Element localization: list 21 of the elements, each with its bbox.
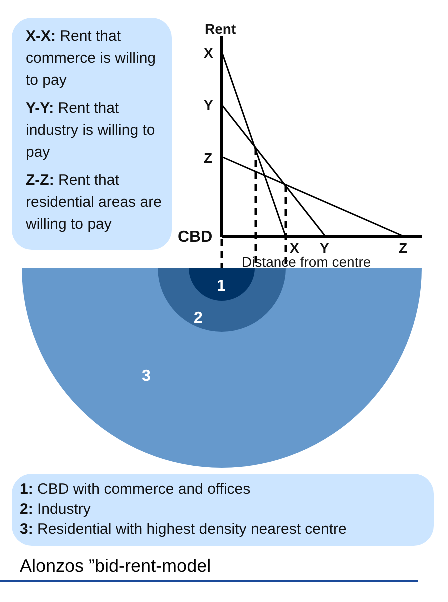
zone-number: 2 (194, 310, 203, 328)
zone-number: 1 (217, 278, 226, 296)
axis-label: X (204, 46, 214, 60)
legend-text: 3: Residential with highest density nearest centre (20, 520, 348, 540)
axis-label: CBD (178, 230, 213, 246)
axis-label: Z (204, 151, 213, 165)
axis-label: X (290, 241, 300, 255)
axis-label: Z (399, 241, 408, 255)
legend-panel (12, 18, 172, 250)
legend-panel (12, 474, 434, 546)
legend-text: 2: Industry (20, 500, 92, 520)
axis-label: Y (320, 241, 330, 255)
legend-text: Z-Z: Rent that residential areas are willing to pay (26, 171, 162, 235)
axis-title: Rent (205, 22, 236, 36)
zone-number: 3 (142, 368, 151, 386)
caption: Alonzos ”bid-rent-model (20, 556, 212, 577)
legend-text: X-X: Rent that commerce is willing to pay (26, 27, 158, 91)
axis-title: Distance from centre (242, 255, 372, 269)
axis-label: Y (204, 98, 214, 112)
legend-text: 1: CBD with commerce and offices (20, 480, 252, 500)
legend-text: Y-Y: Rent that industry is willing to pay (26, 99, 156, 163)
